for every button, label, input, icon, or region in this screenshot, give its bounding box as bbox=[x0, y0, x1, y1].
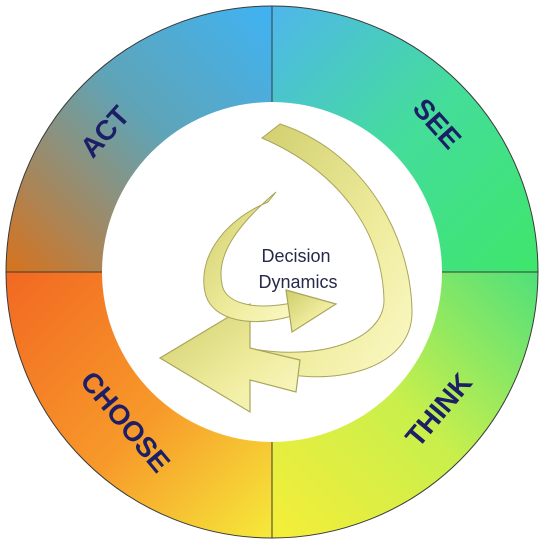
quadrant-see bbox=[272, 6, 538, 272]
center-title-line2: Dynamics bbox=[258, 272, 337, 292]
quadrant-act bbox=[6, 6, 272, 272]
spiral-arrow bbox=[158, 123, 413, 414]
center-title-line1: Decision bbox=[261, 246, 330, 266]
spiral-big-arrowhead bbox=[158, 302, 301, 414]
center-title: Decision Dynamics bbox=[258, 246, 337, 292]
outer-ring bbox=[6, 6, 538, 538]
spiral-small-arrowhead bbox=[285, 289, 338, 334]
outer-ring-border bbox=[5, 5, 539, 539]
quadrant-dividers bbox=[6, 6, 538, 538]
quadrant-choose bbox=[6, 272, 272, 538]
quadrant-think bbox=[272, 272, 538, 538]
